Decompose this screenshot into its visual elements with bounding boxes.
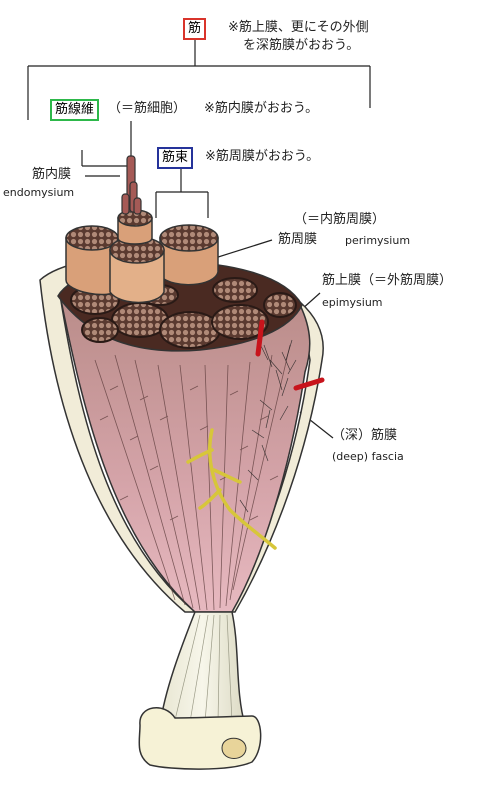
fascicle-note: ※筋周膜がおおう。 xyxy=(205,149,320,164)
muscle-note-line1: ※筋上膜、更にその外側 xyxy=(228,20,369,35)
fascicle-term-box: 筋束 xyxy=(157,147,194,169)
deep-fascia-ja: （深）筋膜 xyxy=(332,428,398,443)
muscle-fiber-paren: （＝筋細胞） xyxy=(108,101,187,116)
red-vessel-2 xyxy=(293,377,325,391)
fiber-streaks xyxy=(94,344,291,611)
bone xyxy=(138,707,262,770)
epimysium-ja: 筋上膜（＝外筋周膜） xyxy=(322,273,453,288)
endomysium-ja: 筋内膜 xyxy=(32,167,72,182)
fascicle-sections xyxy=(70,277,297,349)
muscle-note-line2: を深筋膜がおおう。 xyxy=(243,38,360,53)
muscle-fiber-term-box: 筋線維 xyxy=(50,99,100,121)
muscle-term-box: 筋 xyxy=(183,18,207,40)
perimysium-ja: 筋周膜 xyxy=(278,232,318,247)
perimysium-en: perimysium xyxy=(345,234,411,247)
raised-fascicles xyxy=(65,209,219,304)
muscle-fiber-note: ※筋内膜がおおう。 xyxy=(204,101,319,116)
fascia-hatching xyxy=(239,339,297,513)
deep-fascia-en: (deep) fascia xyxy=(332,450,404,463)
red-vessel-1 xyxy=(255,319,265,357)
tendon xyxy=(159,611,246,726)
epimysium-en: epimysium xyxy=(322,296,383,309)
yellow-nerve xyxy=(186,428,277,550)
endomysium-en: endomysium xyxy=(3,186,75,199)
perimysium-paren: （＝内筋周膜） xyxy=(294,212,386,227)
single-fibers xyxy=(121,155,142,215)
